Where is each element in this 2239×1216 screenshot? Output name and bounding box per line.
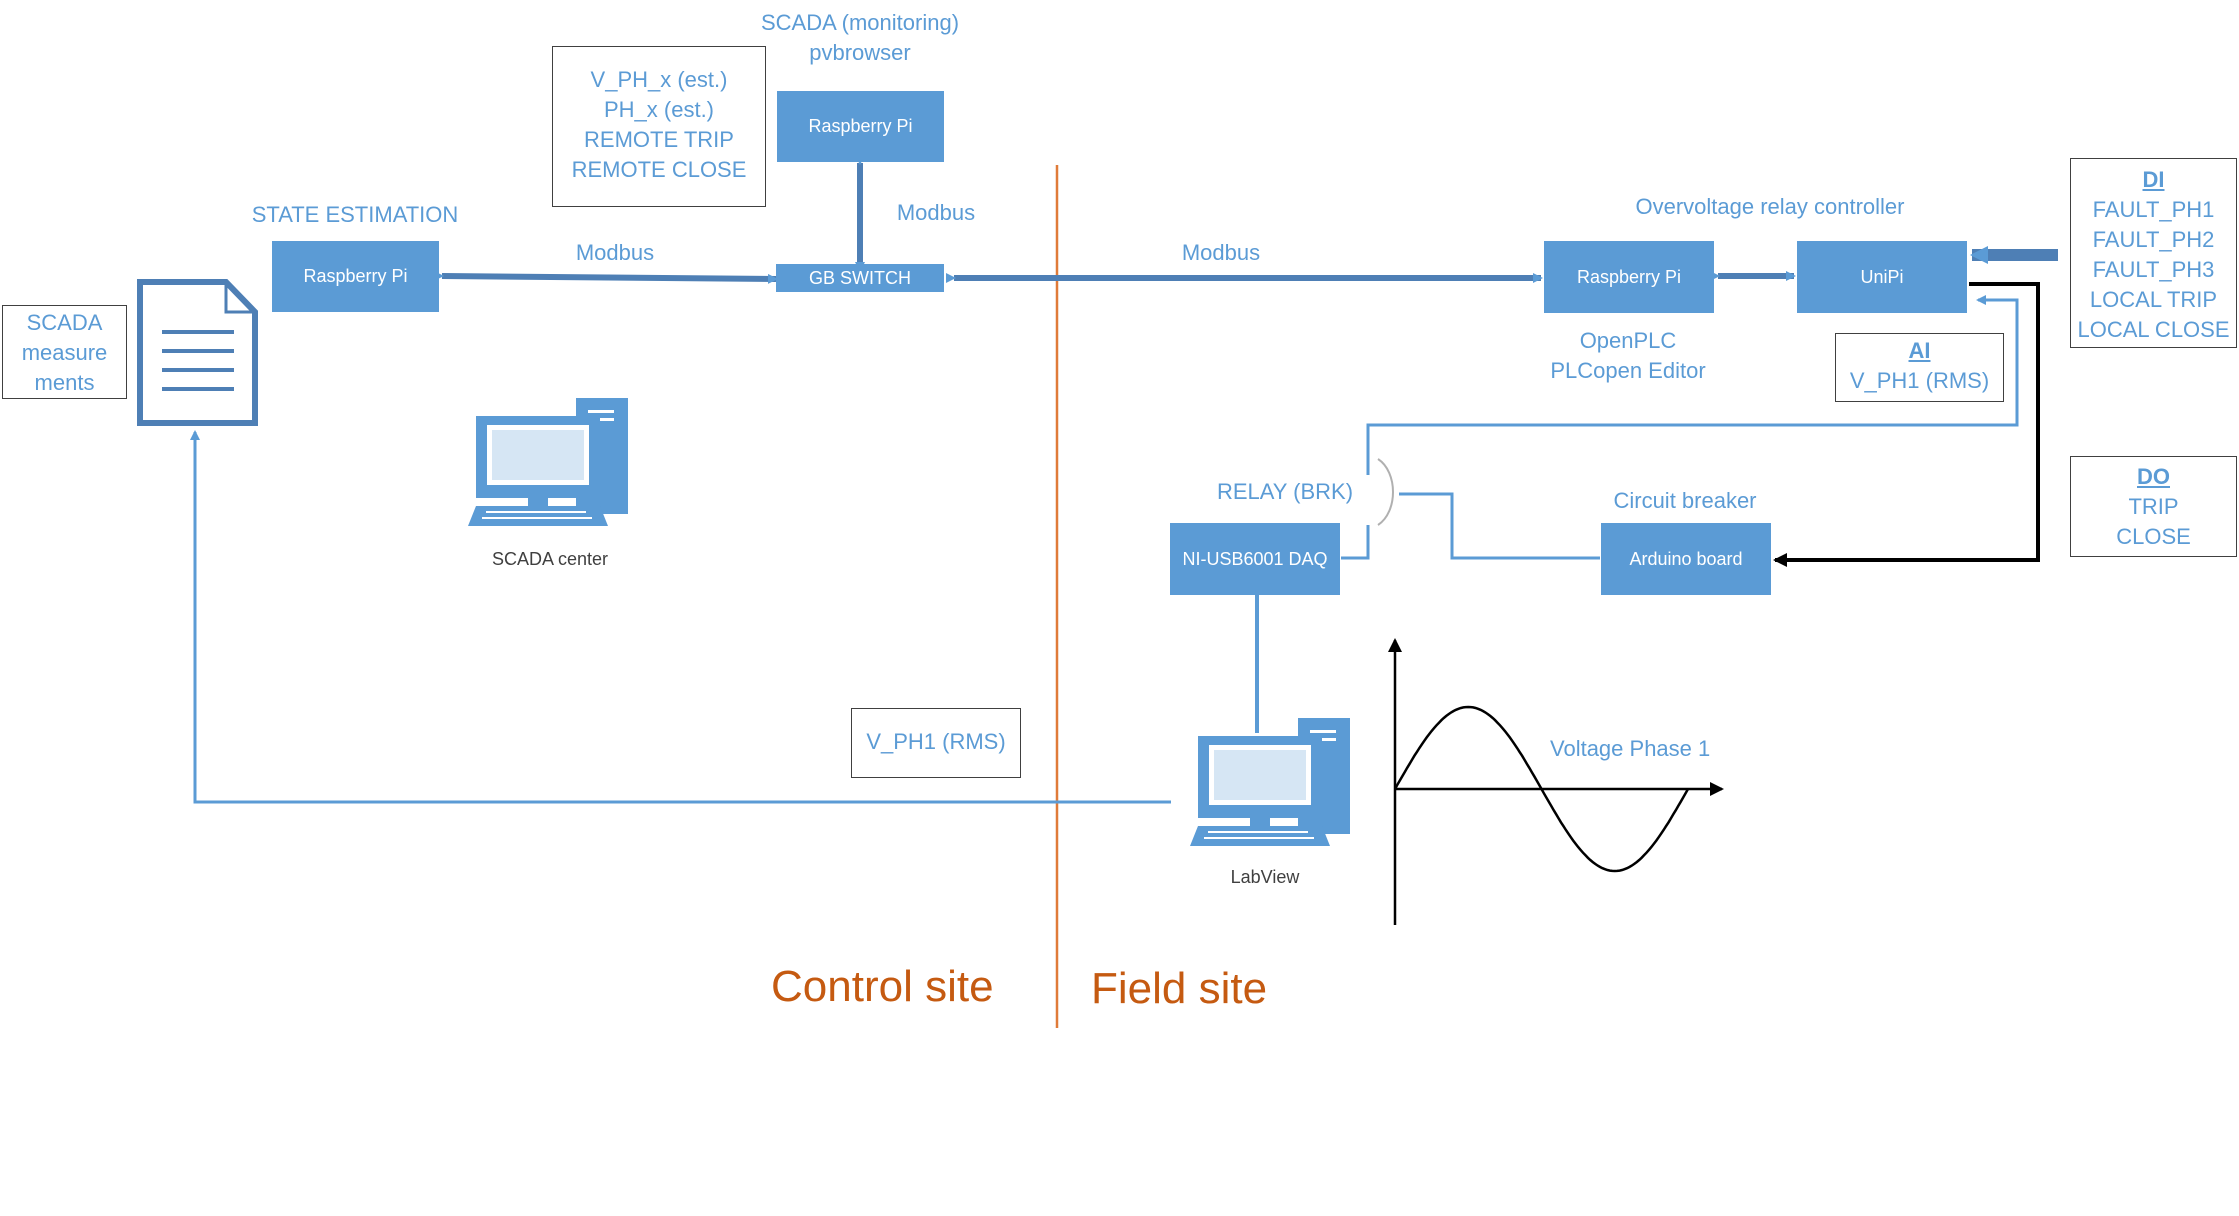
computer-icon: [1190, 718, 1350, 846]
scada-info-item: V_PH_x (est.): [590, 67, 728, 92]
ai-feedback-line: [1366, 295, 2019, 475]
arduino-board: Arduino board: [1601, 523, 1771, 595]
scada-monitoring-title: SCADA (monitoring) pvbrowser: [700, 8, 1020, 68]
relay-title: RELAY (BRK): [1216, 479, 1354, 504]
scada-info-item: REMOTE TRIP: [584, 127, 734, 152]
di-item: LOCAL TRIP: [2089, 287, 2218, 312]
scada-measurements-box: SCADA measure ments: [2, 305, 127, 399]
do-item: CLOSE: [2116, 524, 2191, 549]
di-item: FAULT_PH2: [2092, 227, 2215, 252]
measurements-line: ments: [34, 370, 95, 395]
controller-raspberry-pi: Raspberry Pi: [1544, 241, 1714, 313]
vph1-box: V_PH1 (RMS): [851, 708, 1021, 778]
scada-info-item: REMOTE CLOSE: [571, 157, 747, 182]
controller-title: Overvoltage relay controller: [1635, 194, 1905, 219]
modbus-link-left: [433, 270, 778, 284]
openplc-label: OpenPLC: [1579, 328, 1677, 353]
state-estimation-pi: Raspberry Pi: [272, 241, 439, 312]
do-header: DO: [2137, 464, 2170, 489]
measurements-line: SCADA: [26, 310, 103, 335]
di-box: DI FAULT_PH1 FAULT_PH2 FAULT_PH3 LOCAL T…: [2070, 158, 2237, 348]
scada-center-label: SCADA center: [491, 549, 609, 569]
sine-wave-icon: [1388, 638, 1724, 925]
di-item: LOCAL CLOSE: [2077, 317, 2230, 342]
field-site-label: Field site: [1091, 964, 1268, 1013]
labview-measurement-line: [190, 430, 1171, 804]
daq-relay-line: [1341, 525, 1370, 560]
plcopen-editor-label: PLCopen Editor: [1550, 358, 1706, 383]
scada-title-line: SCADA (monitoring): [760, 10, 960, 35]
do-box: DO TRIP CLOSE: [2070, 456, 2237, 557]
do-output-line: [1773, 282, 2040, 567]
gb-switch: GB SWITCH: [776, 264, 944, 292]
scada-info-item: PH_x (est.): [603, 97, 715, 122]
di-item: FAULT_PH1: [2092, 197, 2215, 222]
ai-item: V_PH1 (RMS): [1849, 368, 1990, 393]
ai-header: AI: [1908, 338, 1931, 363]
ai-box: AI V_PH1 (RMS): [1835, 333, 2004, 402]
circuit-breaker-title: Circuit breaker: [1613, 488, 1757, 513]
modbus-label-vertical: Modbus: [896, 200, 976, 225]
daq-device: NI-USB6001 DAQ: [1170, 523, 1340, 595]
di-item: FAULT_PH3: [2092, 257, 2215, 282]
document-icon: [137, 279, 258, 426]
do-item: TRIP: [2128, 494, 2179, 519]
di-header: DI: [2142, 167, 2165, 192]
control-site-label: Control site: [771, 962, 994, 1011]
computer-icon: [468, 398, 628, 526]
unipi-module: UniPi: [1797, 241, 1967, 313]
relay-breaker-line: [1399, 492, 1600, 560]
scada-subtitle-line: pvbrowser: [809, 40, 911, 65]
modbus-label-left: Modbus: [575, 240, 655, 265]
scada-info-box: V_PH_x (est.) PH_x (est.) REMOTE TRIP RE…: [552, 46, 766, 207]
state-estimation-title: STATE ESTIMATION: [251, 202, 459, 227]
labview-label: LabView: [1230, 867, 1300, 887]
measurements-line: measure: [21, 340, 108, 365]
relay-switch-arc: [1377, 458, 1394, 526]
voltage-phase-label: Voltage Phase 1: [1550, 736, 1711, 761]
modbus-label-right: Modbus: [1181, 240, 1261, 265]
scada-raspberry-pi: Raspberry Pi: [777, 91, 944, 162]
